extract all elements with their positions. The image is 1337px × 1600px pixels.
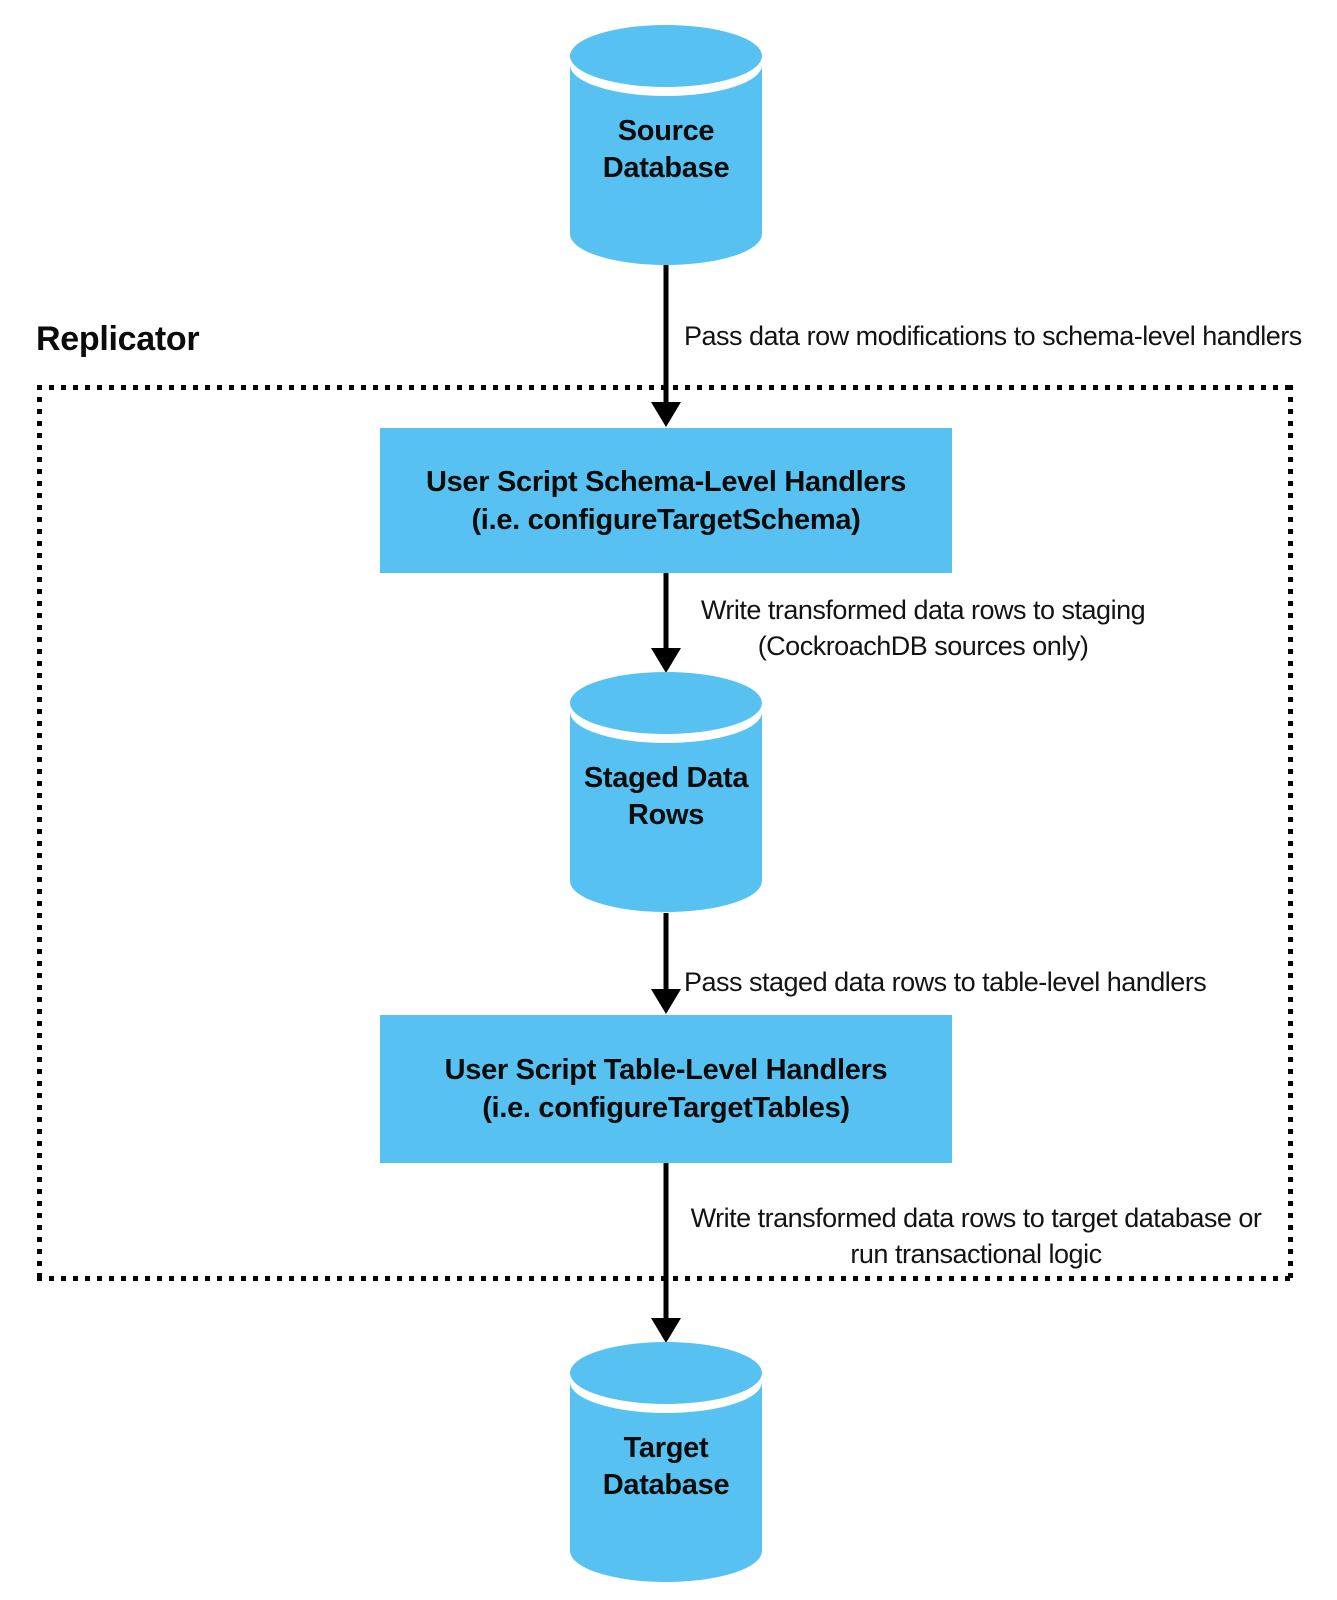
label-line: (i.e. configureTargetSchema) — [471, 503, 861, 536]
arrow-head — [651, 989, 681, 1014]
label-line: Write transformed data rows to staging — [700, 595, 1146, 625]
label-line: Database — [602, 1468, 730, 1501]
label-line: Pass staged data rows to table-level han… — [684, 967, 1207, 997]
label-line: Staged Data — [583, 761, 749, 794]
cylinder-lid — [570, 1342, 762, 1404]
label-line: Write transformed data rows to target da… — [690, 1203, 1262, 1233]
database-cylinder-icon — [570, 25, 762, 265]
label-line: Source — [617, 114, 715, 147]
label-line: run transactional logic — [850, 1239, 1102, 1269]
label-line: Pass data row modifications to schema-le… — [684, 321, 1302, 351]
label-line: User Script Table-Level Handlers — [444, 1054, 888, 1086]
source-database-label: Source Database — [570, 25, 762, 266]
replicator-title: Replicator — [36, 320, 200, 358]
target-database-label: Target Database — [570, 1342, 762, 1583]
cylinder-lid — [570, 25, 762, 87]
edge-label-table-to-target: Write transformed data rows to target da… — [666, 1200, 1286, 1272]
label-line: Rows — [627, 798, 705, 831]
database-cylinder-icon — [570, 1342, 762, 1582]
arrow-schema-handlers-to-staged — [651, 573, 681, 673]
label-line: (i.e. configureTargetTables) — [482, 1092, 850, 1124]
label-line: Database — [602, 151, 730, 184]
arrow-table-handlers-to-target — [651, 1163, 681, 1343]
edge-label-source-to-schema: Pass data row modifications to schema-le… — [684, 318, 1302, 354]
cylinder-lid — [570, 672, 762, 734]
arrow-head — [651, 402, 681, 427]
cylinder-body — [570, 1382, 762, 1582]
staged-data-rows-node: Staged Data Rows — [570, 672, 762, 913]
label-line: Target — [623, 1431, 709, 1464]
staged-data-rows-label: Staged Data Rows — [570, 672, 762, 913]
label-line: (CockroachDB sources only) — [757, 631, 1089, 661]
source-database-node: Source Database — [570, 25, 762, 266]
arrow-head — [651, 648, 681, 673]
arrow-head — [651, 1318, 681, 1343]
cylinder-body — [570, 65, 762, 265]
cylinder-body — [570, 712, 762, 912]
target-database-node: Target Database — [570, 1342, 762, 1583]
label-line: User Script Schema-Level Handlers — [425, 465, 907, 498]
schema-level-handlers-node: User Script Schema-Level Handlers (i.e. … — [380, 428, 952, 573]
arrow-source-to-schema-handlers — [651, 265, 681, 427]
edge-label-schema-to-staged: Write transformed data rows to staging (… — [687, 592, 1159, 664]
edge-label-staged-to-table: Pass staged data rows to table-level han… — [684, 964, 1207, 1000]
database-cylinder-icon — [570, 672, 762, 912]
arrow-staged-to-table-handlers — [651, 913, 681, 1014]
table-level-handlers-node: User Script Table-Level Handlers (i.e. c… — [380, 1015, 952, 1163]
